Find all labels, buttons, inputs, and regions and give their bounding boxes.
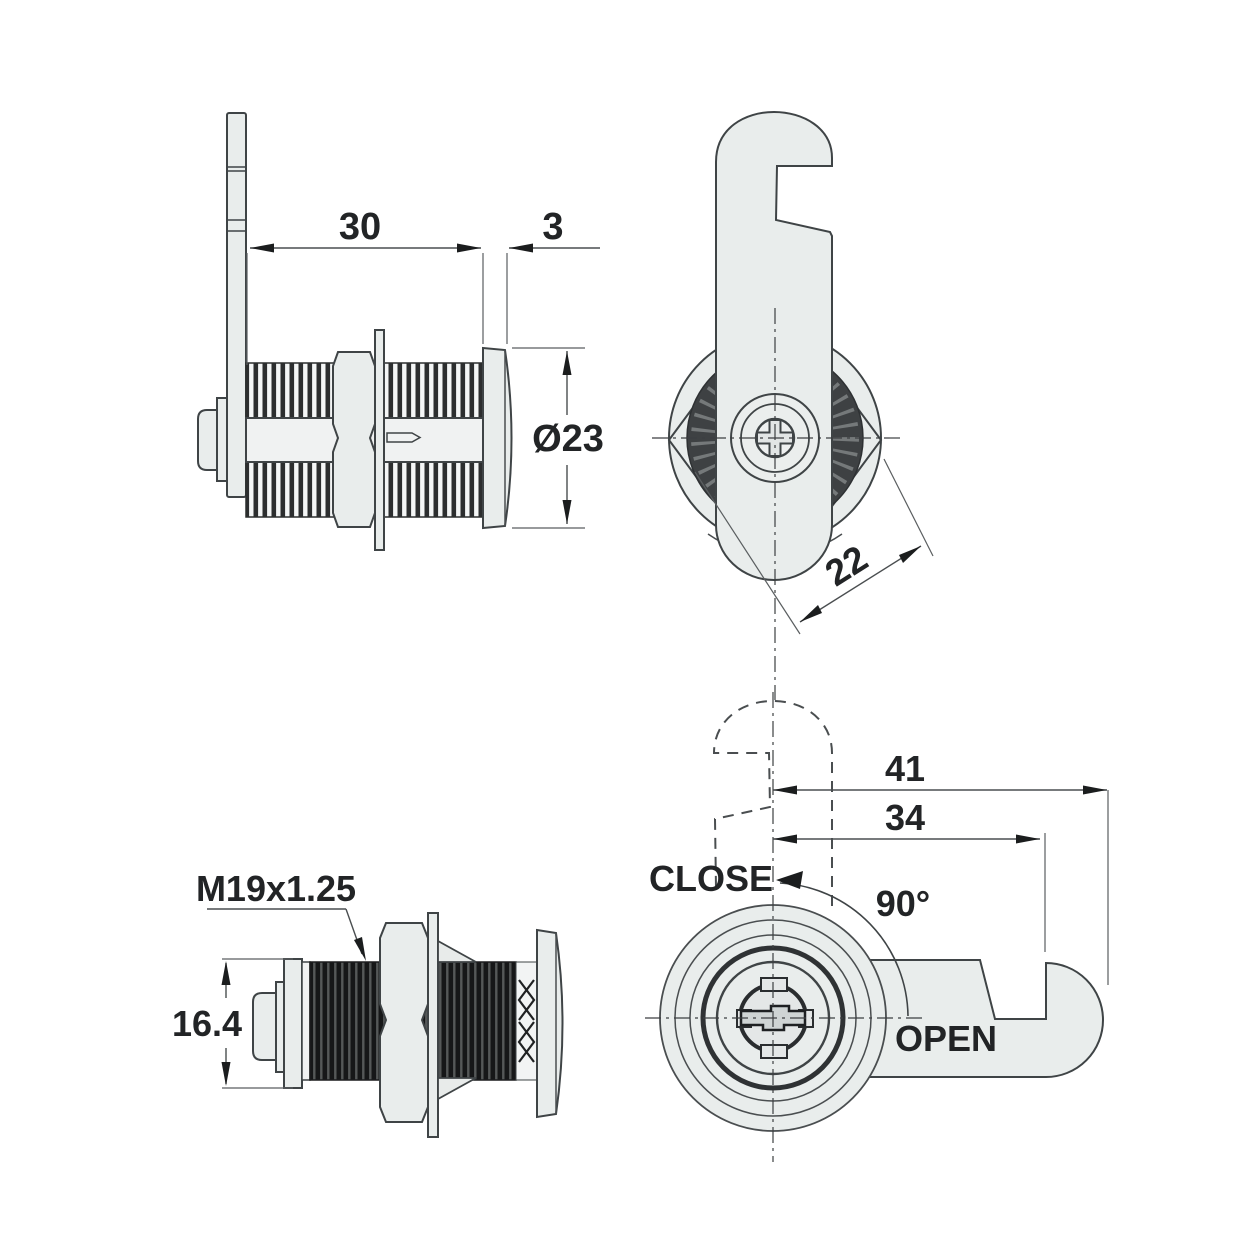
snap-ring-marks-bottom bbox=[517, 1021, 536, 1063]
rotation-angle-label: 90° bbox=[876, 883, 930, 924]
dim-flange-thickness-label: 3 bbox=[542, 206, 563, 248]
flange-head bbox=[482, 346, 513, 530]
hex-nut-side bbox=[379, 922, 429, 1123]
cam-open bbox=[857, 959, 1104, 1078]
view-side-body: M19x1.25 16.4 bbox=[172, 868, 564, 1138]
thread-collar bbox=[301, 961, 311, 1081]
rear-tip bbox=[252, 992, 277, 1061]
close-label: CLOSE bbox=[649, 858, 773, 899]
cone-washer-bottom bbox=[437, 1077, 477, 1101]
view-side-with-cam: 30 3 Ø23 bbox=[197, 112, 604, 551]
hex-nut bbox=[332, 351, 376, 528]
rotation-arrowhead bbox=[776, 871, 803, 889]
plug-tab-bottom bbox=[760, 1044, 788, 1059]
dimension-flange-diameter: Ø23 bbox=[512, 347, 604, 529]
washer-side bbox=[427, 912, 439, 1138]
cam-hook-up bbox=[715, 110, 833, 581]
open-label: OPEN bbox=[895, 1018, 997, 1059]
rotation-arc bbox=[779, 882, 909, 1017]
washer bbox=[374, 329, 385, 551]
snap-ring-zone bbox=[515, 961, 538, 1081]
view-front-cam-positions: 41 34 90° CLOSE OPEN bbox=[645, 692, 1109, 1162]
cone-washer-top bbox=[437, 939, 477, 963]
dim-overall-reach-label: 41 bbox=[885, 748, 925, 789]
dimension-cam-length: 30 bbox=[246, 206, 484, 365]
cam-closed-ghost bbox=[712, 699, 833, 906]
rotation-indicator: 90° bbox=[776, 871, 930, 1017]
rear-plate bbox=[283, 958, 303, 1089]
thread-spec-callout: M19x1.25 bbox=[196, 868, 366, 961]
dim-hook-reach-label: 34 bbox=[885, 797, 925, 838]
cam-lever bbox=[226, 112, 247, 498]
plug-tab-top bbox=[760, 977, 788, 992]
dimension-overall-reach: 41 bbox=[773, 748, 1109, 985]
keyway-slot bbox=[386, 432, 422, 443]
thread-spec-label: M19x1.25 bbox=[196, 868, 356, 909]
view-front-cam-closed: 22 bbox=[652, 110, 934, 700]
dim-flange-diameter-label: Ø23 bbox=[532, 418, 604, 460]
dim-cam-length-label: 30 bbox=[339, 206, 381, 248]
dimension-hook-reach: 34 bbox=[773, 797, 1046, 952]
cam-lever-break-marks bbox=[227, 166, 246, 232]
dimension-flange-thickness: 3 bbox=[506, 206, 600, 344]
snap-ring-marks-top bbox=[517, 979, 536, 1021]
dimension-rear-diameter: 16.4 bbox=[172, 958, 293, 1089]
dim-rear-diameter-label: 16.4 bbox=[172, 1003, 242, 1044]
latch-tip bbox=[197, 409, 219, 471]
rear-step-plate bbox=[275, 981, 285, 1073]
flange-head-side bbox=[536, 928, 564, 1119]
